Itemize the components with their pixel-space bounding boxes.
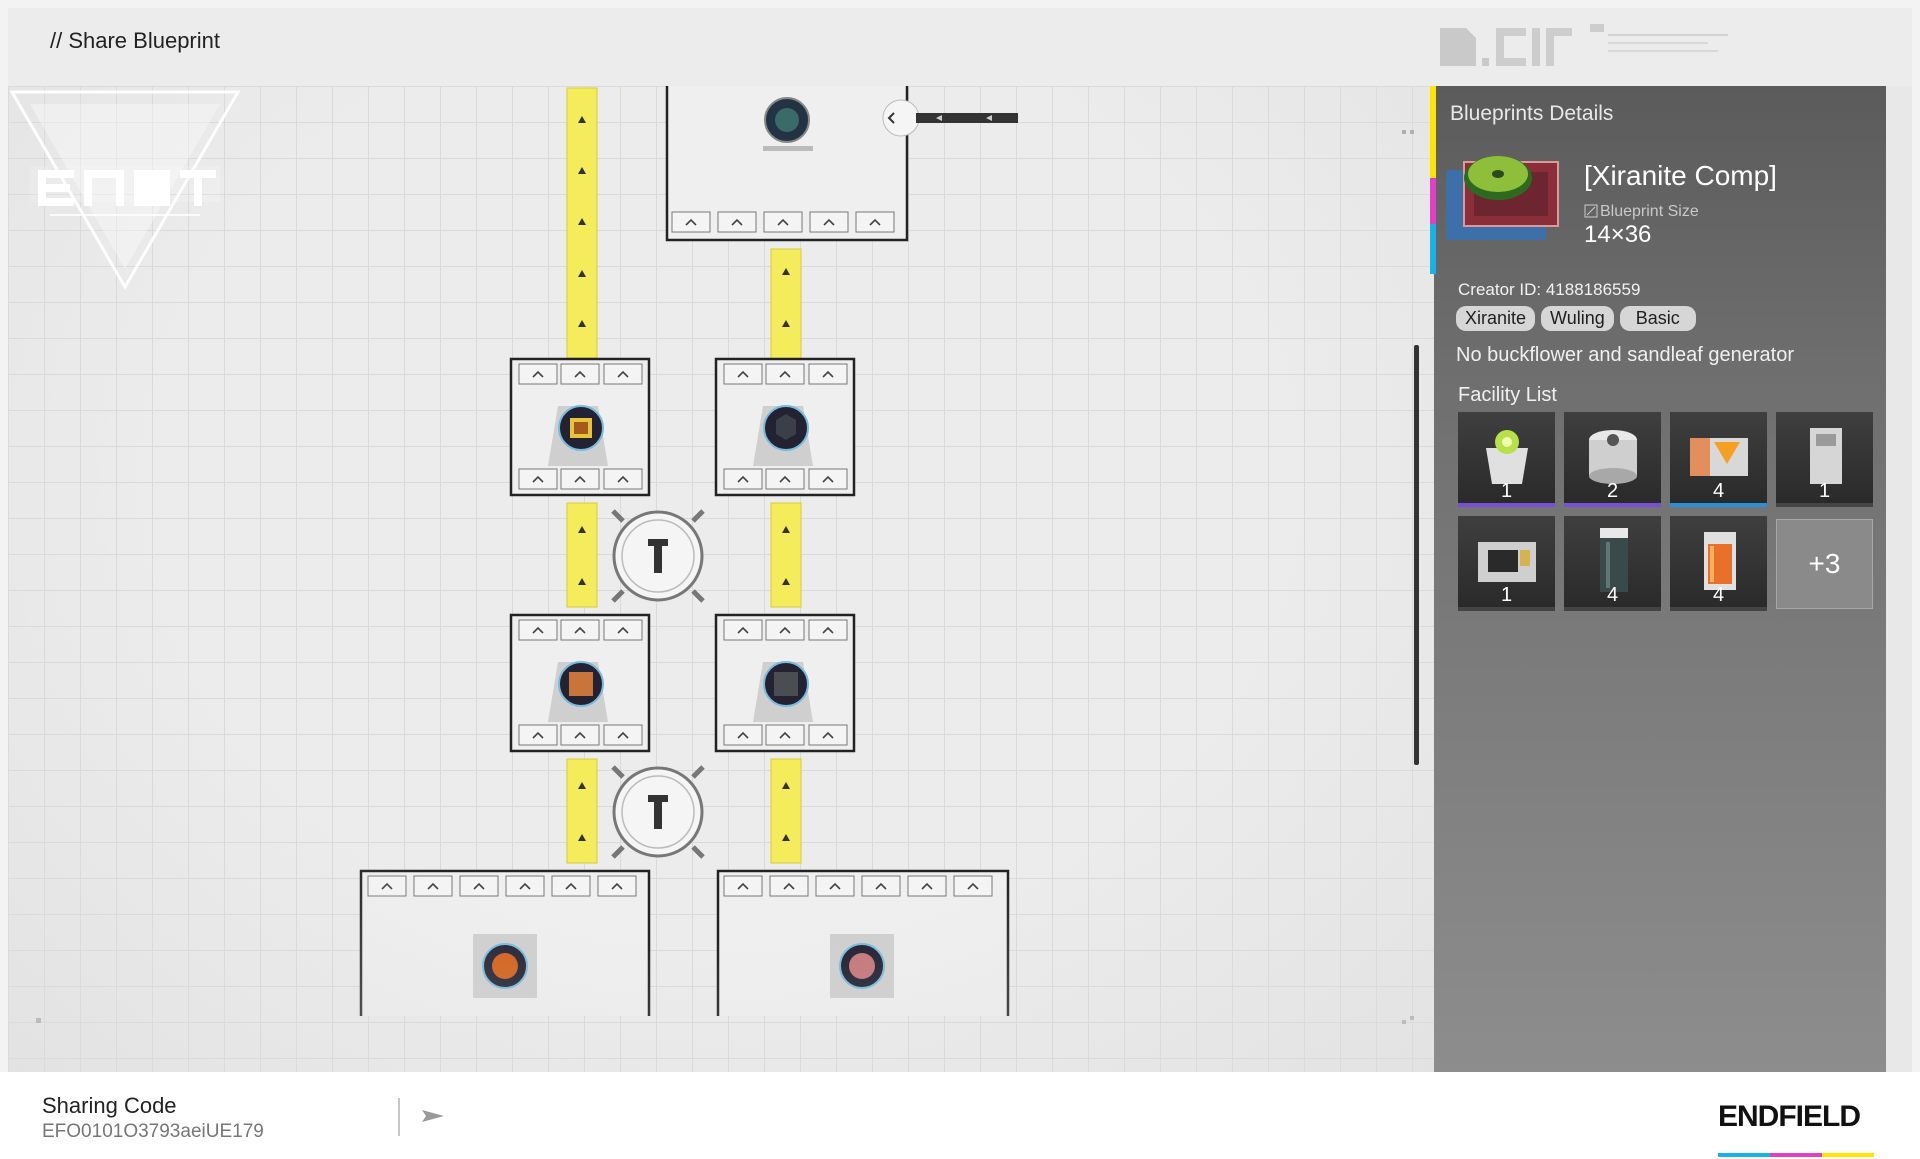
blueprint-name: [Xiranite Comp] (1584, 160, 1777, 191)
page-title: // Share Blueprint (50, 28, 220, 53)
top-machine[interactable] (665, 86, 1018, 242)
facility-grid: 1 2 4 1 1 4 4 +3 (1458, 412, 1878, 611)
facility-count: 4 (1712, 584, 1725, 606)
accent-bar-cyan (1430, 224, 1436, 274)
blueprint-thumbnail-icon (1446, 156, 1559, 240)
bottom-machine[interactable] (716, 869, 1010, 1016)
facility-list-heading: Facility List (1458, 384, 1557, 406)
strip-yellow (1822, 1153, 1874, 1157)
size-label-text: Blueprint Size (1600, 203, 1699, 220)
facility-card[interactable]: 4 (1670, 516, 1767, 611)
facility-card[interactable]: 4 (1670, 412, 1767, 507)
blueprint-size-label: Blueprint Size (1584, 203, 1699, 221)
tag-chip: Wuling (1541, 306, 1614, 331)
tag-chip: Xiranite (1456, 306, 1536, 331)
resize-icon (1584, 204, 1598, 218)
facility-card[interactable]: 1 (1776, 412, 1873, 507)
bottom-machine[interactable] (359, 869, 651, 1016)
strip-magenta (1770, 1153, 1822, 1157)
details-heading: Blueprints Details (1450, 102, 1614, 125)
facility-count: 1 (1818, 480, 1831, 502)
strip-cyan (1718, 1153, 1770, 1157)
brand-logo: ENDFIELD (1718, 1100, 1861, 1133)
facility-count: 4 (1606, 584, 1619, 606)
header-decoration-icon (1440, 24, 1728, 66)
furnace-unit-icon (1704, 532, 1736, 590)
blueprint-description: No buckflower and sandleaf generator (1456, 344, 1794, 366)
facility-count: 1 (1500, 480, 1513, 502)
panel-edge-strip (1886, 86, 1912, 1072)
shaping-unit-icon (1690, 438, 1748, 476)
tag-chip: Basic (1619, 306, 1696, 331)
creator-id: Creator ID: 4188186559 (1458, 280, 1641, 299)
sharing-code-value[interactable]: EFO0101O3793aeiUE179 (42, 1121, 264, 1142)
power-pylon[interactable] (611, 765, 705, 859)
facility-card[interactable]: 1 (1458, 412, 1555, 507)
processing-machine[interactable] (509, 613, 651, 753)
more-facilities-button[interactable]: +3 (1776, 519, 1873, 609)
accent-bar-magenta (1430, 178, 1436, 224)
endfield-industries-logo-icon (10, 90, 240, 290)
sharing-code-label: Sharing Code (42, 1093, 177, 1118)
accent-bar-yellow (1430, 86, 1436, 178)
storage-unit-icon (1810, 428, 1842, 484)
grinding-unit-icon (1478, 542, 1536, 582)
blueprint-size-value: 14×36 (1584, 221, 1652, 248)
processing-machine[interactable] (714, 357, 856, 497)
facility-count: 4 (1712, 480, 1725, 502)
facility-card[interactable]: 2 (1564, 412, 1661, 507)
facility-card[interactable]: 1 (1458, 516, 1555, 611)
processing-machine[interactable] (509, 357, 651, 497)
facility-count: 1 (1500, 584, 1513, 606)
pillar-unit-icon (1600, 528, 1628, 592)
canvas-scrollbar[interactable] (1414, 345, 1419, 765)
refining-unit-icon (1589, 430, 1637, 484)
more-facilities-label: +3 (1808, 548, 1841, 579)
bottom-bar (0, 1072, 1920, 1159)
power-pylon[interactable] (611, 509, 705, 603)
send-icon[interactable] (420, 1106, 446, 1126)
tag-list: Xiranite Wuling Basic (1456, 306, 1696, 331)
brand-color-strip (1718, 1153, 1874, 1157)
seed-planter-icon (1486, 430, 1528, 484)
divider (398, 1098, 400, 1136)
facility-card[interactable]: 4 (1564, 516, 1661, 611)
processing-machine[interactable] (714, 613, 856, 753)
facility-count: 2 (1606, 480, 1619, 502)
